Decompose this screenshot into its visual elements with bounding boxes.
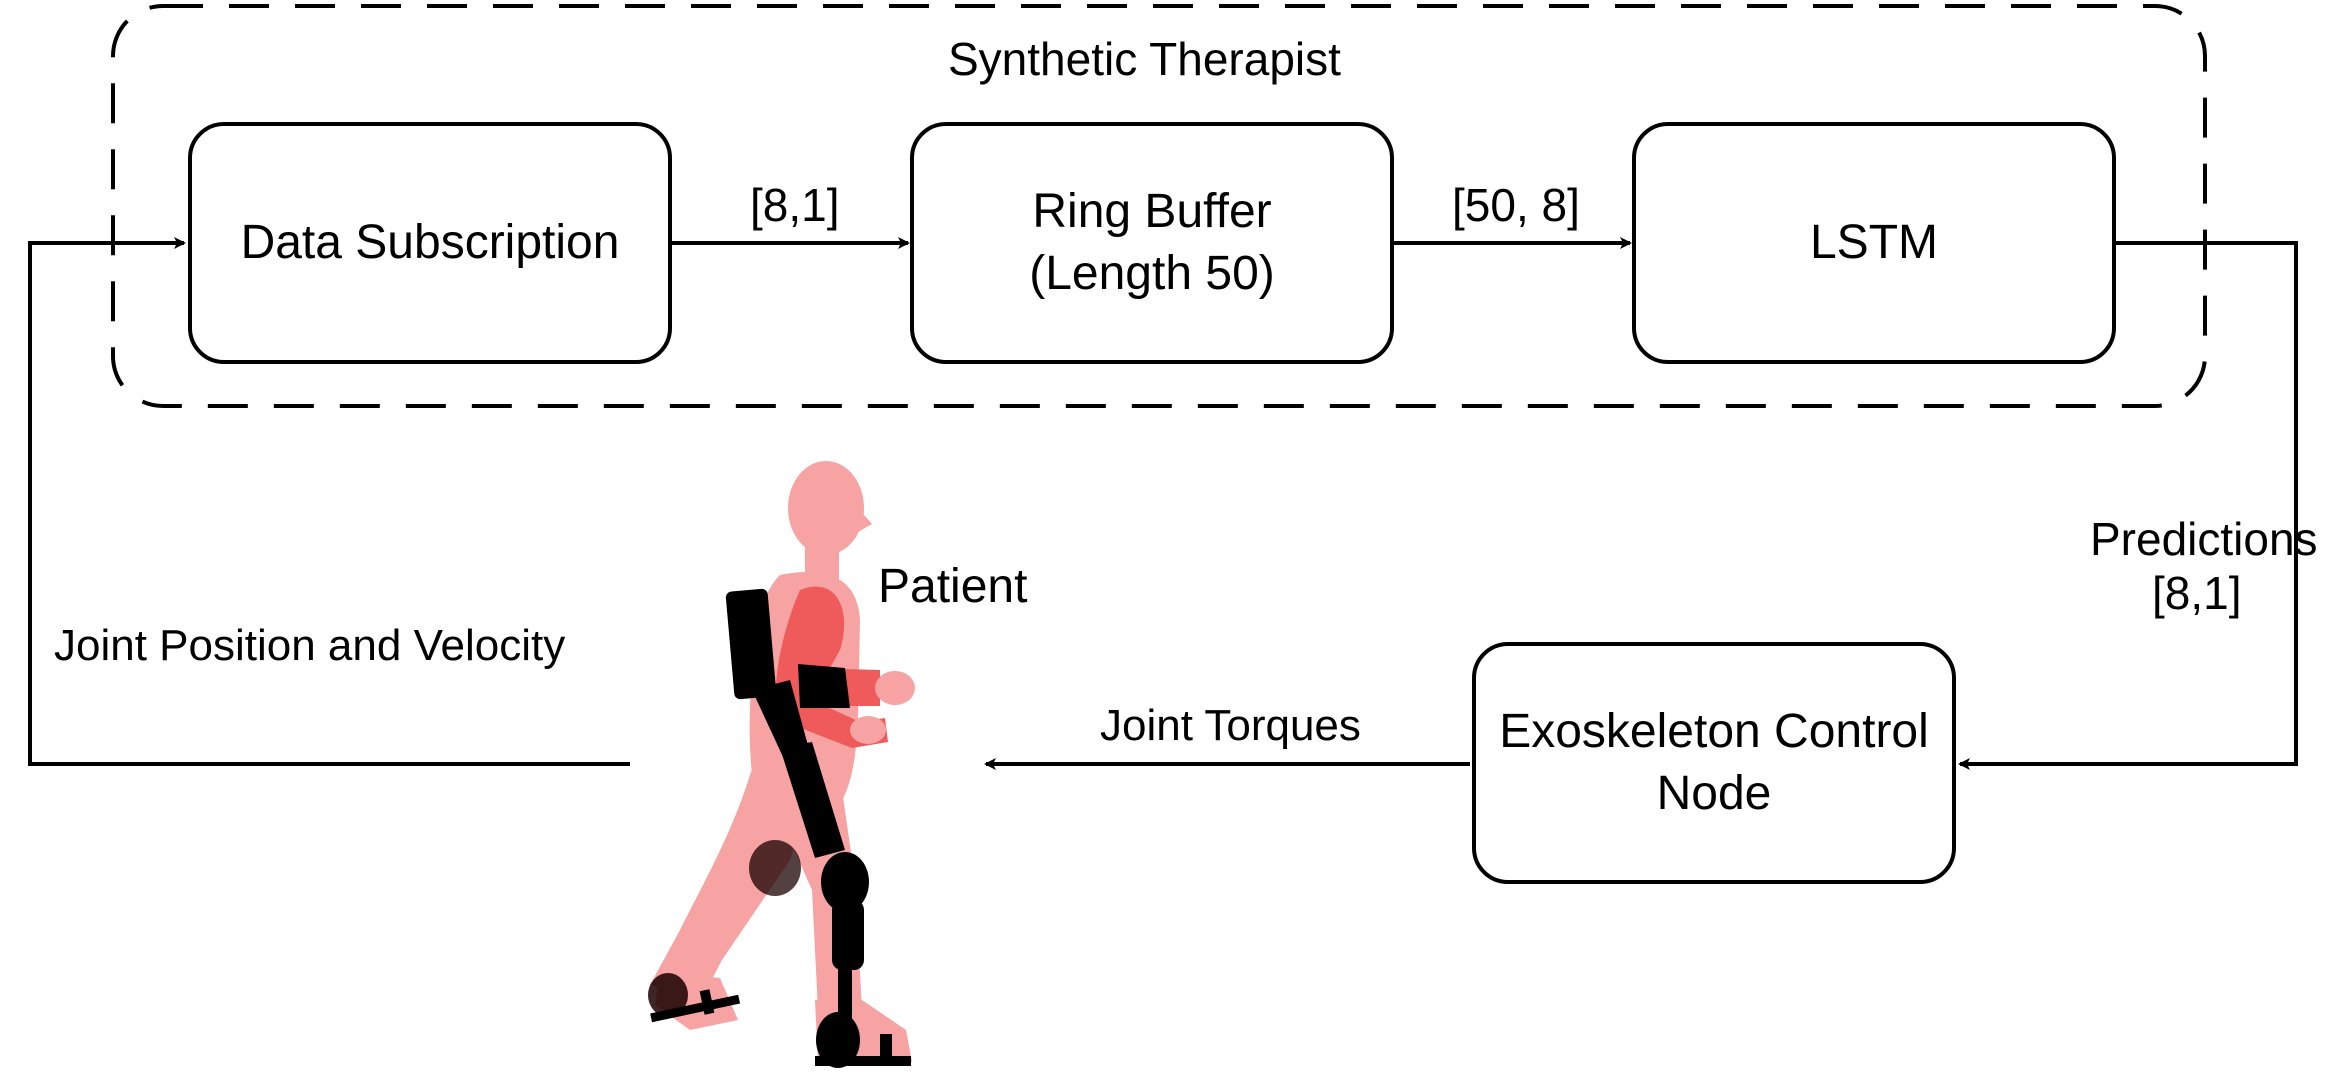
patient-front-hand [875, 671, 915, 705]
data-subscription-node: Data Subscription [188, 122, 672, 364]
exoskeleton-front-knee-joint [821, 852, 869, 912]
edge-label-subscription-to-buffer: [8,1] [750, 179, 840, 231]
exoskeleton-front-footplate [815, 1056, 911, 1066]
lstm-label: LSTM [1809, 215, 1938, 269]
edge-label-predictions: Predictions [2090, 513, 2318, 565]
patient-figure-icon [648, 461, 915, 1068]
exoskeleton-back-heel-post [699, 989, 715, 1015]
edge-label-predictions-shape: [8,1] [2152, 567, 2242, 619]
exoskeleton-thigh-rod [780, 742, 845, 858]
arrow-patient-to-subscription [28, 237, 630, 766]
exoskeleton-front-heel-post [880, 1034, 892, 1062]
edge-label-joint-torques: Joint Torques [1100, 701, 1361, 750]
ring-buffer-node: Ring Buffer (Length 50) [910, 122, 1394, 364]
exoskeleton-shin-rod [838, 960, 852, 1018]
exoskeleton-control-node: Exoskeleton Control Node [1472, 642, 1956, 884]
synthetic-therapist-title: Synthetic Therapist [948, 33, 1341, 85]
exoskeleton-control-node-label: Node [1656, 767, 1772, 820]
synthetic-therapist-group-border [111, 4, 2207, 408]
patient-label: Patient [878, 560, 1028, 613]
exoskeleton-front-ankle-joint [816, 1012, 860, 1068]
exoskeleton-backpack [725, 588, 777, 700]
exoskeleton-control-label: Exoskeleton Control [1499, 704, 1929, 758]
edge-label-buffer-to-lstm: [50, 8] [1452, 179, 1580, 231]
edge-label-joint-position-velocity: Joint Position and Velocity [54, 621, 566, 670]
ring-buffer-label: Ring Buffer [1032, 184, 1272, 238]
exoskeleton-forearm-cuff [798, 664, 850, 708]
arrow-lstm-to-exoskeleton [1958, 241, 2298, 770]
exoskeleton-back-footplate [650, 994, 741, 1023]
exoskeleton-shin-cuff [832, 900, 864, 970]
data-subscription-label: Data Subscription [240, 215, 620, 269]
exoskeleton-back-ankle-joint [648, 973, 688, 1017]
patient-head [788, 461, 864, 555]
lstm-node: LSTM [1632, 122, 2116, 364]
exoskeleton-back-knee-joint [749, 840, 801, 896]
ring-buffer-length-label: (Length 50) [1029, 247, 1275, 300]
patient-back-hand [850, 716, 886, 744]
patient-nose [858, 508, 872, 532]
